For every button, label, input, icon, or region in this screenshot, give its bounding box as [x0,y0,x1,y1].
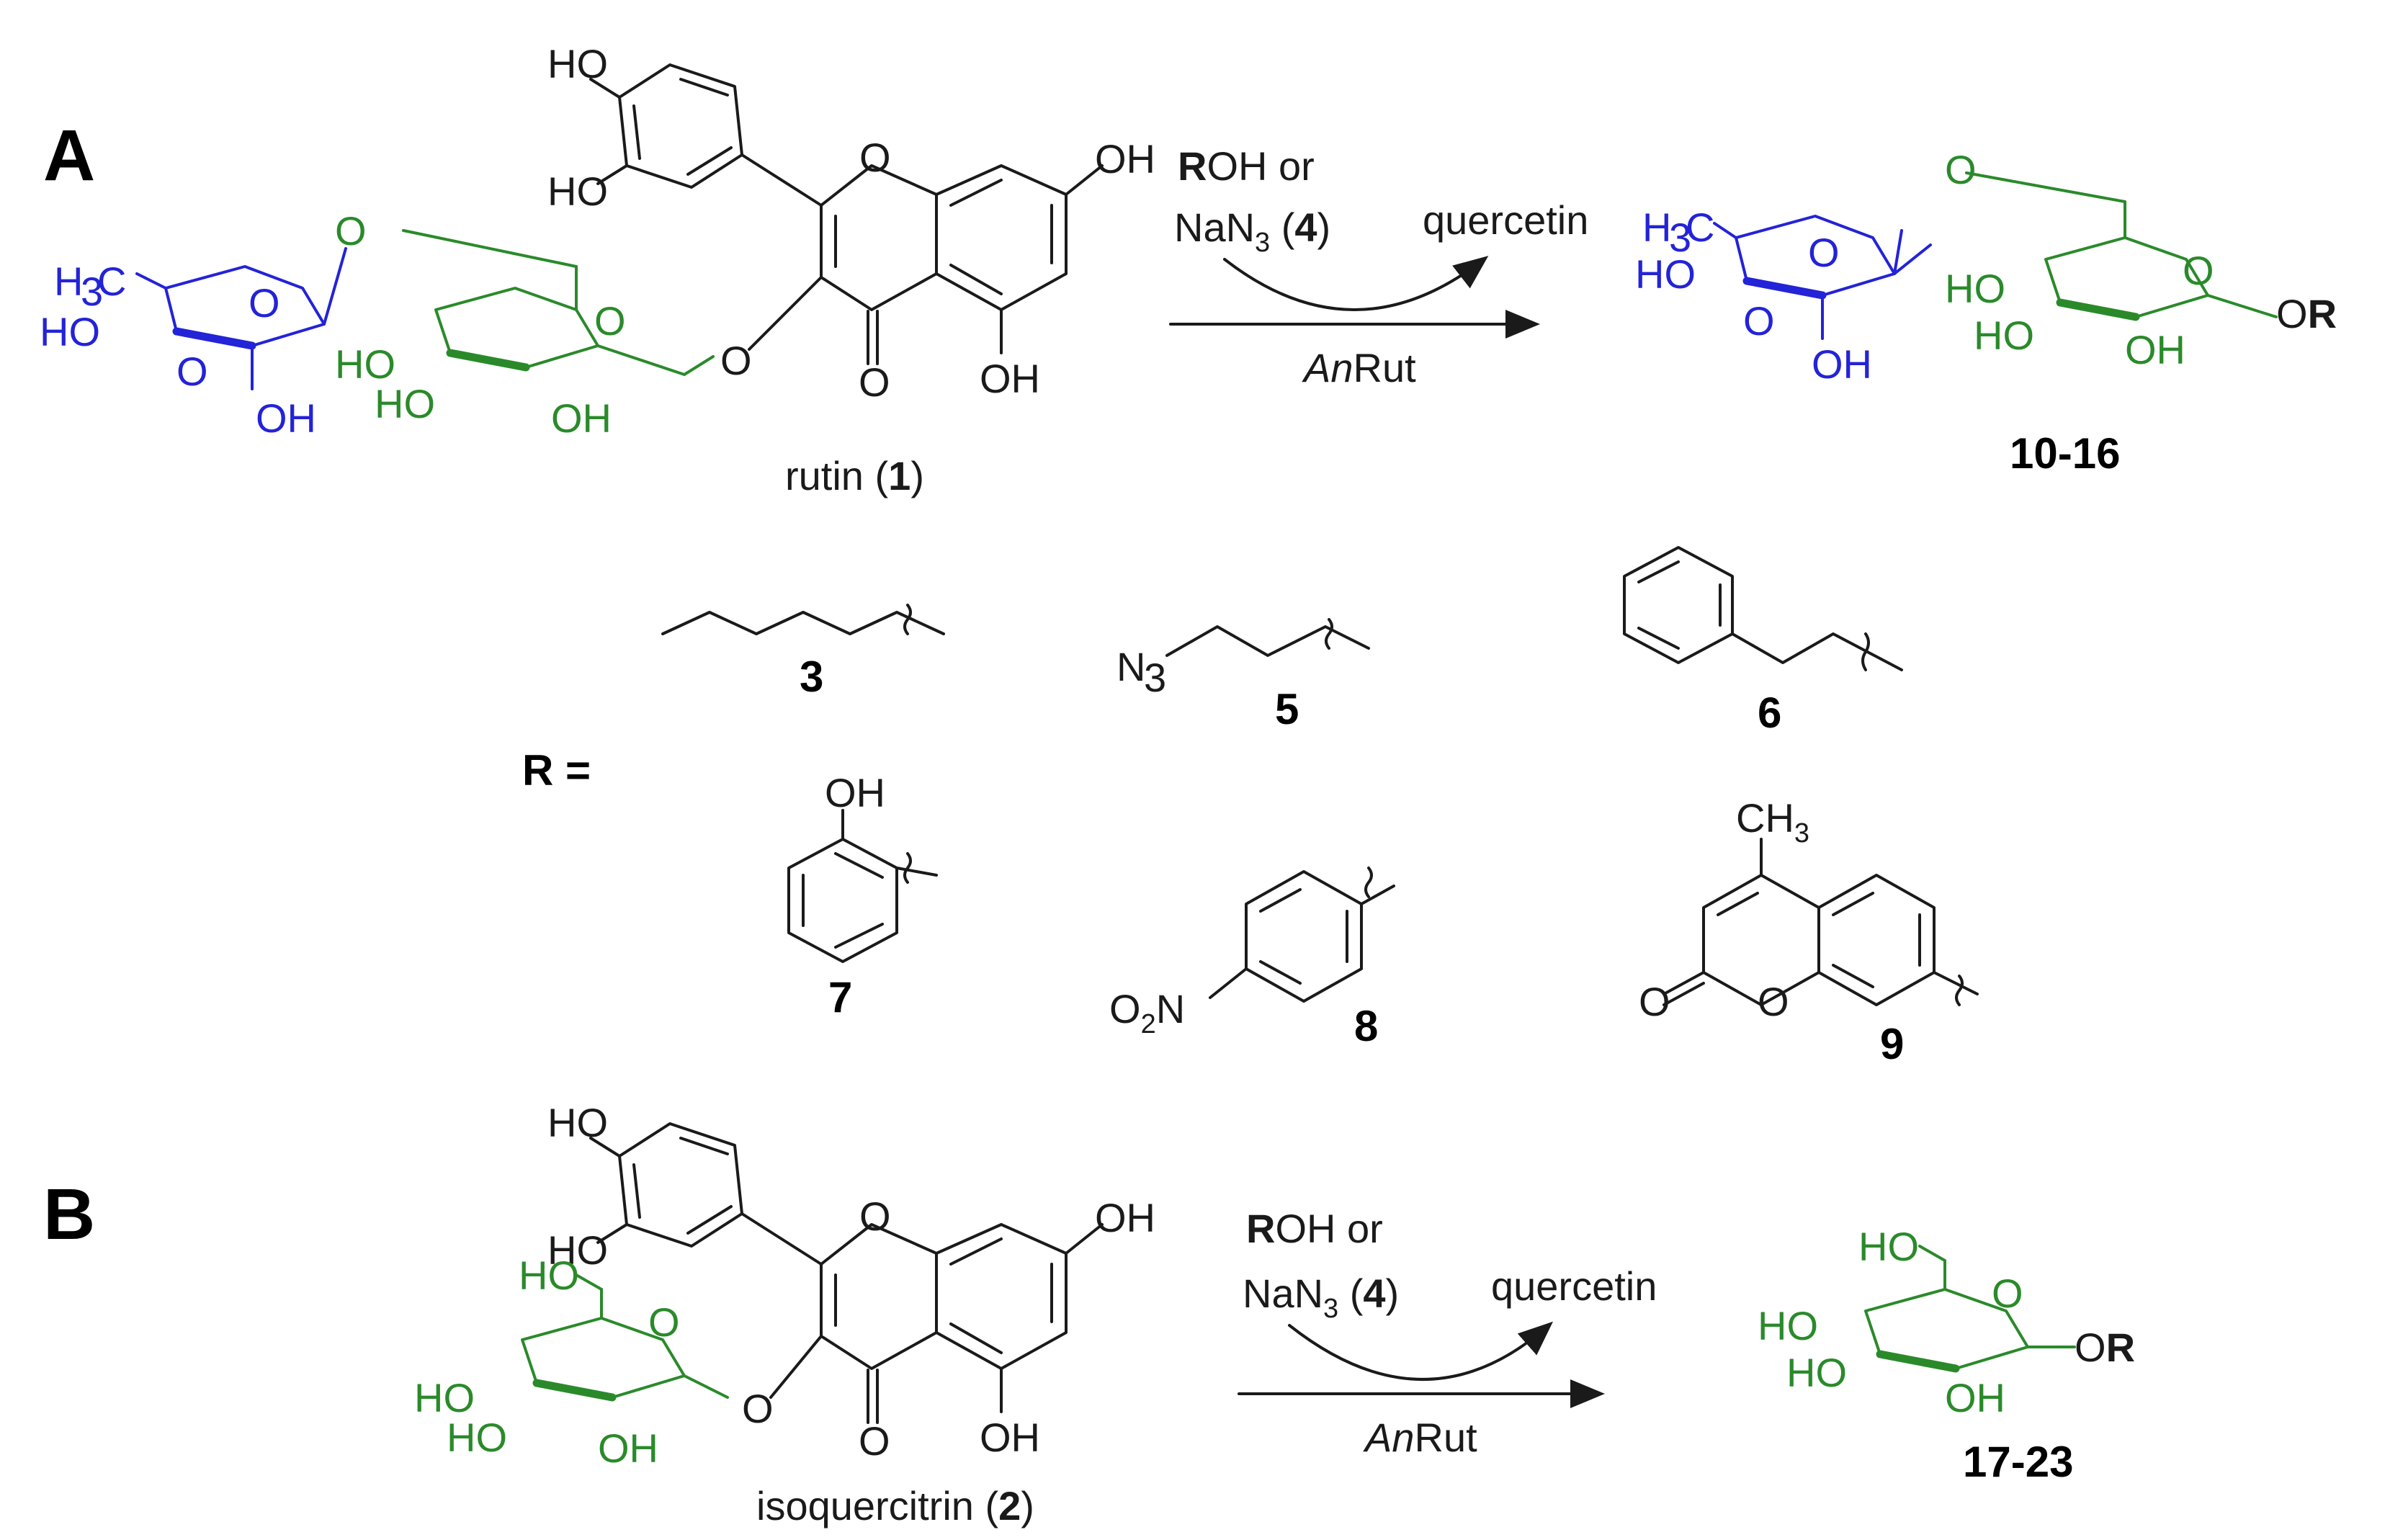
r-group-5-number: 5 [1275,685,1299,733]
atom-o-carbonyl: O [859,1418,890,1464]
r-group-6-structure [1623,546,1903,671]
atom-o-ring: O [1992,1271,2023,1316]
atom-ho: HO [335,341,395,387]
atom-o-ring: O [2183,248,2214,293]
rhamnose-ring-a [135,247,347,390]
r-group-9-number: 9 [1880,1020,1904,1068]
atom-or: OR [2075,1325,2135,1370]
reaction-arrow-b [1238,1321,1605,1408]
substrate-label-a: rutin (1) [785,453,924,498]
atom-c: C [97,259,126,304]
atom-sub-3: 3 [81,269,103,314]
product-label-a: 10-16 [2010,429,2120,478]
atom-ho: HO [1635,251,1696,297]
atom-ho: HO [547,1100,608,1145]
atom-oh: OH [551,395,612,441]
atom-o-carbonyl: O [859,359,890,405]
atom-o-ring: O [648,1299,680,1345]
reagent-text-a: ROH or [1178,143,1315,189]
byproduct-label-b: quercetin [1491,1263,1657,1309]
r-group-3-chain [661,611,945,635]
atom-oh: OH [256,395,316,441]
atom-oh: OH [980,1415,1040,1460]
attachment-wavy [903,604,912,635]
atom-ho: HO [547,169,608,214]
atom-ho: HO [40,309,100,354]
atom-ho: HO [447,1415,507,1460]
atom-oh: OH [980,356,1040,401]
glucose-ring-b [521,1273,729,1402]
atom-h: H [54,259,83,304]
r-group-9-structure [1663,838,1979,1006]
atom-oh: OH [598,1425,658,1471]
reagent-text-b: ROH or [1246,1206,1383,1251]
atom-oh: OH [825,770,885,815]
quercetin-aglycone-a [589,63,1104,365]
atom-o-ring: O [1758,979,1789,1024]
atom-o-link: O [1945,147,1977,192]
reagent-azide-b: NaN3 (4) [1243,1271,1399,1324]
r-group-8-structure [1209,867,1395,1003]
atom-o-glycosidic: O [742,1386,774,1431]
atom-ho: HO [1786,1350,1847,1395]
atom-h: H [1642,205,1671,250]
atom-ho: HO [1974,313,2034,358]
atom-sub-3: 3 [1144,655,1166,700]
panel-label-b: B [43,1174,95,1255]
atom-no2: O2N [1109,986,1185,1039]
atom-oh: OH [1945,1375,2005,1420]
atom-ho: HO [547,1227,608,1273]
atom-o: O [176,349,208,394]
glucose-ring-a [402,229,715,376]
atom-ho: HO [547,41,608,86]
atom-ho: HO [1945,266,2005,311]
atom-o-glycosidic: O [720,338,752,383]
atom-o-ring: O [594,298,626,344]
r-group-7-structure [787,809,938,963]
atom-ho: HO [414,1375,475,1420]
attachment-wavy [1325,618,1333,650]
atom-ho: HO [375,381,435,426]
panel-label-a: A [43,115,95,196]
atom-ho: HO [1758,1303,1818,1348]
atom-ch3: CH3 [1736,795,1809,849]
substrate-label-b: isoquercitrin (2) [756,1483,1034,1528]
atom-ho: HO [1858,1224,1919,1269]
atom-sub-3: 3 [1669,215,1691,260]
r-group-7-number: 7 [828,973,852,1021]
reaction-arrow-a [1169,256,1540,339]
atom-or: OR [2276,291,2337,336]
r-group-3-number: 3 [800,653,823,701]
atom-ho: HO [519,1253,579,1298]
product-label-b: 17-23 [1963,1438,2073,1486]
product-rutinoside-a [1713,171,2278,340]
atom-oh: OH [1095,1195,1155,1240]
atom-o-ring: O [859,1194,891,1239]
atom-oh: OH [2125,327,2185,372]
atom-c: C [1686,205,1714,250]
r-equals-label: R = [522,746,591,794]
r-group-5-chain [1165,625,1370,657]
reagent-azide-a: NaN3 (4) [1174,205,1330,258]
byproduct-label-a: quercetin [1423,197,1588,243]
atom-oh: OH [1095,136,1155,182]
atom-o-carbonyl: O [1639,979,1670,1024]
r-group-6-number: 6 [1758,689,1781,737]
enzyme-label-a: AnRut [1302,345,1416,390]
r-group-8-number: 8 [1354,1002,1378,1050]
atom-o-ring: O [249,280,280,326]
atom-n: N [1117,644,1145,689]
atom-o-ring: O [859,135,891,180]
enzyme-label-b: AnRut [1363,1415,1477,1460]
atom-o-ring: O [1808,230,1840,275]
quercetin-aglycone-b [589,1122,1104,1424]
atom-o: O [1743,298,1775,344]
atom-o-link: O [335,208,367,254]
product-glucoside-b [1864,1245,2076,1373]
atom-oh: OH [1812,341,1872,387]
